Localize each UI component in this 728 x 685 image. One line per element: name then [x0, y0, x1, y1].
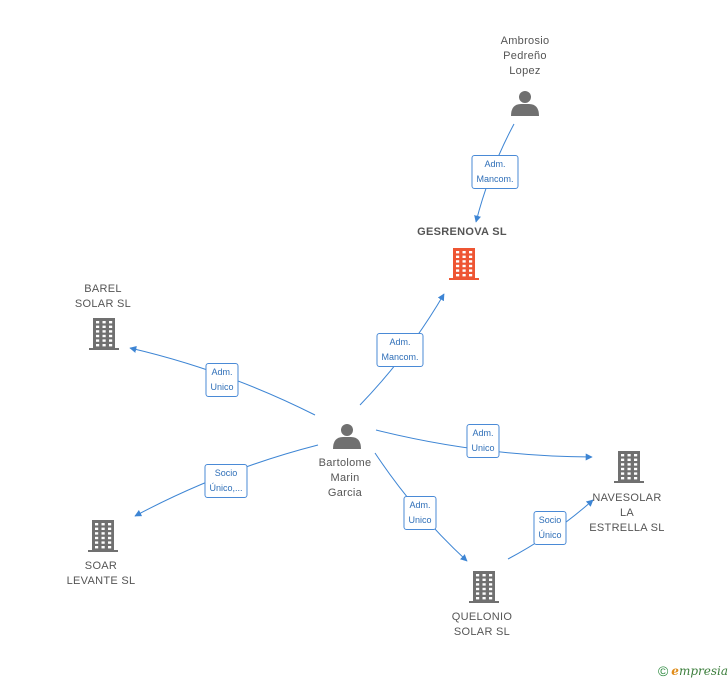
brand-logo: empresia	[671, 664, 728, 678]
node-label-line: Lopez	[509, 65, 541, 77]
brand-initial: e	[671, 664, 679, 678]
edge-label-bartolome-to-navesolar[interactable]: Adm. Unico	[466, 424, 500, 458]
icons-layer	[88, 91, 644, 603]
node-label-line: QUELONIO	[451, 611, 513, 623]
node-label-line: Marin	[330, 472, 360, 484]
node-label-line: BAREL	[84, 283, 122, 295]
node-label-line: GESRENOVA SL	[417, 226, 507, 238]
edge-label-line: Único,...	[209, 483, 243, 493]
edge-label-line: Unico	[210, 382, 234, 392]
node-label-line: ESTRELLA SL	[589, 522, 665, 534]
edge-label-bartolome-to-barel[interactable]: Adm. Unico	[205, 363, 239, 397]
node-label-line: Ambrosio	[500, 35, 550, 47]
node-label-line: LA	[619, 507, 635, 519]
footer-brand: © empresia	[658, 663, 728, 679]
node-label-line: SOLAR SL	[74, 298, 132, 310]
node-label-gesrenova[interactable]: GESRENOVA SL	[417, 225, 507, 240]
node-label-line: LEVANTE SL	[66, 575, 136, 587]
brand-name: mpresia	[678, 664, 728, 678]
edge-label-line: Unico	[408, 515, 432, 525]
building-icon-barel[interactable]	[89, 318, 119, 350]
edge-label-line: Adm.	[409, 500, 431, 510]
building-icon-soar[interactable]	[88, 520, 118, 552]
edge-label-line: Unico	[471, 443, 495, 453]
node-label-line: Pedreño	[503, 50, 547, 62]
edge-label-bartolome-to-quelonio[interactable]: Adm. Unico	[403, 496, 437, 530]
node-label-barel[interactable]: BAREL SOLAR SL	[75, 282, 131, 312]
node-label-quelonio[interactable]: QUELONIO SOLAR SL	[452, 610, 512, 640]
edge-label-bartolome-to-gesrenova[interactable]: Adm. Mancom.	[376, 333, 424, 367]
node-label-line: SOAR	[84, 560, 118, 572]
edge-label-line: Adm.	[389, 337, 411, 347]
edge-label-line: Adm.	[472, 428, 494, 438]
node-label-line: Garcia	[327, 487, 363, 499]
edge-label-line: Adm.	[211, 367, 233, 377]
node-label-navesolar[interactable]: NAVESOLAR LA ESTRELLA SL	[589, 491, 664, 536]
node-label-line: SOLAR SL	[453, 626, 511, 638]
person-icon-bartolome[interactable]	[333, 424, 361, 449]
building-icon-quelonio[interactable]	[469, 571, 499, 603]
building-icon-navesolar[interactable]	[614, 451, 644, 483]
edge-label-line: Socio	[214, 468, 238, 478]
edge-label-line: Socio	[538, 515, 562, 525]
node-label-line: Bartolome	[318, 457, 372, 469]
building-icon-gesrenova[interactable]	[449, 248, 479, 280]
edge-label-line: Único	[538, 530, 562, 540]
edge-label-line: Adm.	[484, 159, 506, 169]
copyright-symbol: ©	[657, 663, 669, 679]
node-label-soar[interactable]: SOAR LEVANTE SL	[67, 559, 136, 589]
edge-label-ambrosio-to-gesrenova[interactable]: Adm. Mancom.	[471, 155, 519, 189]
person-icon-ambrosio[interactable]	[511, 91, 539, 116]
edge-label-line: Mancom.	[476, 174, 514, 184]
edge-label-line: Mancom.	[381, 352, 419, 362]
node-label-line: NAVESOLAR	[592, 492, 662, 504]
